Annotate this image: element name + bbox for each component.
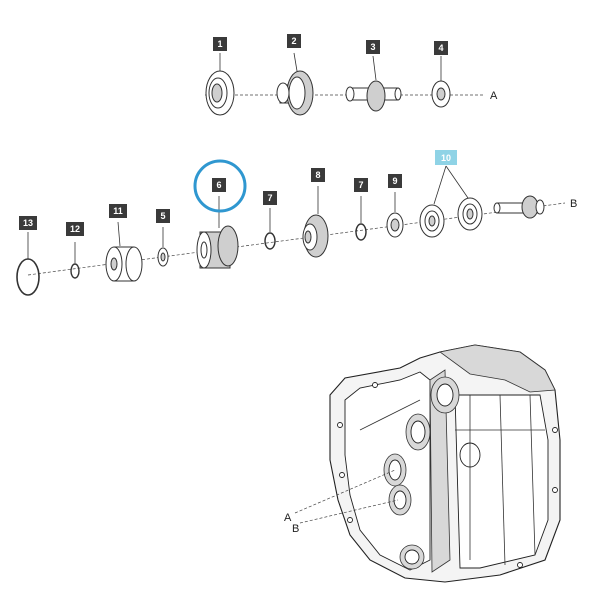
transmission-housing[interactable] [329, 344, 561, 583]
part-9-washer[interactable] [386, 212, 404, 238]
callout-5[interactable]: 5 [156, 209, 170, 223]
axis-label-a-housing: A [284, 512, 292, 524]
part-10-bearing-b[interactable] [457, 197, 483, 231]
output-shaft[interactable] [493, 195, 545, 219]
svg-text:2: 2 [291, 36, 296, 46]
part-3-shaft[interactable] [345, 80, 402, 112]
part-10-bearing-a[interactable] [419, 204, 445, 238]
part-5-washer[interactable] [157, 247, 169, 267]
callout-6[interactable]: 6 [212, 178, 226, 192]
part-2-gear[interactable] [276, 70, 314, 116]
callout-8[interactable]: 8 [311, 168, 325, 182]
svg-text:7: 7 [358, 180, 363, 190]
axis-a-housing-line [294, 469, 396, 514]
part-13-snap-ring[interactable] [16, 258, 40, 296]
part-11-bearing[interactable] [105, 246, 143, 282]
svg-text:13: 13 [23, 218, 33, 228]
svg-text:1: 1 [217, 39, 222, 49]
callout-3[interactable]: 3 [366, 40, 380, 54]
callout-1[interactable]: 1 [213, 37, 227, 51]
svg-text:8: 8 [315, 170, 320, 180]
callout-11[interactable]: 11 [109, 204, 127, 218]
axis-label-a-top: A [490, 90, 498, 102]
svg-text:6: 6 [216, 180, 221, 190]
callout-10[interactable]: 10 [435, 150, 457, 165]
axis-label-b-mid: B [570, 198, 577, 210]
part-7-snap-ring-a[interactable] [264, 232, 276, 250]
svg-text:12: 12 [70, 224, 80, 234]
svg-text:3: 3 [370, 42, 375, 52]
svg-text:9: 9 [392, 176, 397, 186]
svg-text:7: 7 [267, 193, 272, 203]
axis-label-b-housing: B [292, 523, 299, 535]
part-7-snap-ring-b[interactable] [355, 223, 367, 241]
svg-text:11: 11 [113, 206, 123, 216]
part-6-double-gear[interactable] [196, 225, 239, 269]
part-12-clip[interactable] [70, 263, 80, 279]
part-1-bearing[interactable] [205, 70, 235, 116]
callout-12[interactable]: 12 [66, 222, 84, 236]
svg-text:4: 4 [438, 43, 443, 53]
callout-2[interactable]: 2 [287, 34, 301, 48]
callout-7a[interactable]: 7 [263, 191, 277, 205]
svg-text:5: 5 [160, 211, 165, 221]
callout-13[interactable]: 13 [19, 216, 37, 230]
callout-9[interactable]: 9 [388, 174, 402, 188]
highlight-circle-6 [193, 159, 247, 213]
part-4-washer[interactable] [431, 80, 451, 108]
callout-7b[interactable]: 7 [354, 178, 368, 192]
axis-b-housing-line [299, 499, 399, 524]
callout-4[interactable]: 4 [434, 41, 448, 55]
part-8-gear[interactable] [302, 214, 329, 258]
svg-text:10: 10 [441, 153, 451, 163]
